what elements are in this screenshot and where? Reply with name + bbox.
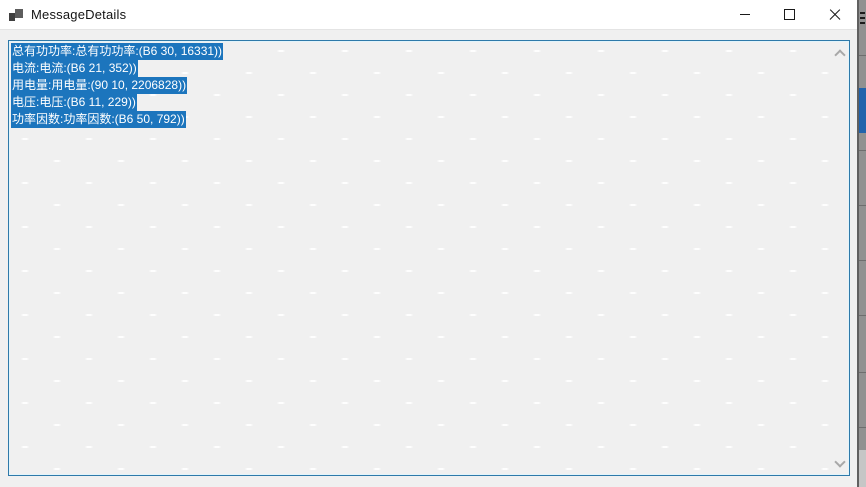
selected-text: 电压:电压:(B6 11, 229)) (11, 94, 137, 111)
minimize-button[interactable] (722, 0, 767, 29)
message-line: 电压:电压:(B6 11, 229)) (11, 94, 829, 111)
titlebar[interactable]: MessageDetails (0, 0, 857, 30)
background-window-row-line (859, 55, 866, 56)
maximize-button[interactable] (767, 0, 812, 29)
message-line: 电流:电流:(B6 21, 352)) (11, 60, 829, 77)
background-window-row-line (859, 427, 866, 428)
background-window-row-line (859, 150, 866, 151)
background-window-row-line (859, 205, 866, 206)
background-window-bottom (859, 450, 866, 487)
vertical-scrollbar[interactable] (832, 43, 847, 473)
window-title: MessageDetails (31, 7, 127, 22)
scroll-down-button[interactable] (832, 455, 847, 471)
message-textbox[interactable]: 总有功功率:总有功功率:(B6 30, 16331)) 电流:电流:(B6 21… (8, 40, 850, 476)
close-button[interactable] (812, 0, 857, 29)
background-window-edge[interactable] (859, 0, 866, 487)
background-window-row-line (859, 372, 866, 373)
background-window-row-line (859, 260, 866, 261)
background-window-mark (860, 17, 865, 19)
selected-text: 用电量:用电量:(90 10, 2206828)) (11, 77, 188, 94)
app-window-icon[interactable] (9, 7, 24, 22)
minimize-icon (739, 14, 750, 15)
background-window-selected-row (859, 88, 866, 133)
close-icon (829, 9, 841, 21)
window-right-edge (857, 0, 859, 487)
selected-text: 总有功功率:总有功功率:(B6 30, 16331)) (11, 43, 224, 60)
background-window-row-line (859, 315, 866, 316)
app-icon-small-square (9, 12, 15, 21)
message-line: 功率因数:功率因数:(B6 50, 792)) (11, 111, 829, 128)
caption-buttons (722, 0, 857, 29)
scroll-up-button[interactable] (832, 45, 847, 61)
selected-text: 功率因数:功率因数:(B6 50, 792)) (11, 111, 186, 128)
background-window-mark (860, 22, 865, 24)
selected-text: 电流:电流:(B6 21, 352)) (11, 60, 138, 77)
message-lines: 总有功功率:总有功功率:(B6 30, 16331)) 电流:电流:(B6 21… (11, 43, 829, 128)
message-line: 总有功功率:总有功功率:(B6 30, 16331)) (11, 43, 829, 60)
background-window-mark (860, 12, 865, 14)
chevron-up-icon (833, 48, 846, 61)
chevron-down-icon (833, 455, 846, 468)
message-line: 用电量:用电量:(90 10, 2206828)) (11, 77, 829, 94)
app-icon-big-square (15, 7, 24, 18)
maximize-icon (784, 9, 795, 20)
